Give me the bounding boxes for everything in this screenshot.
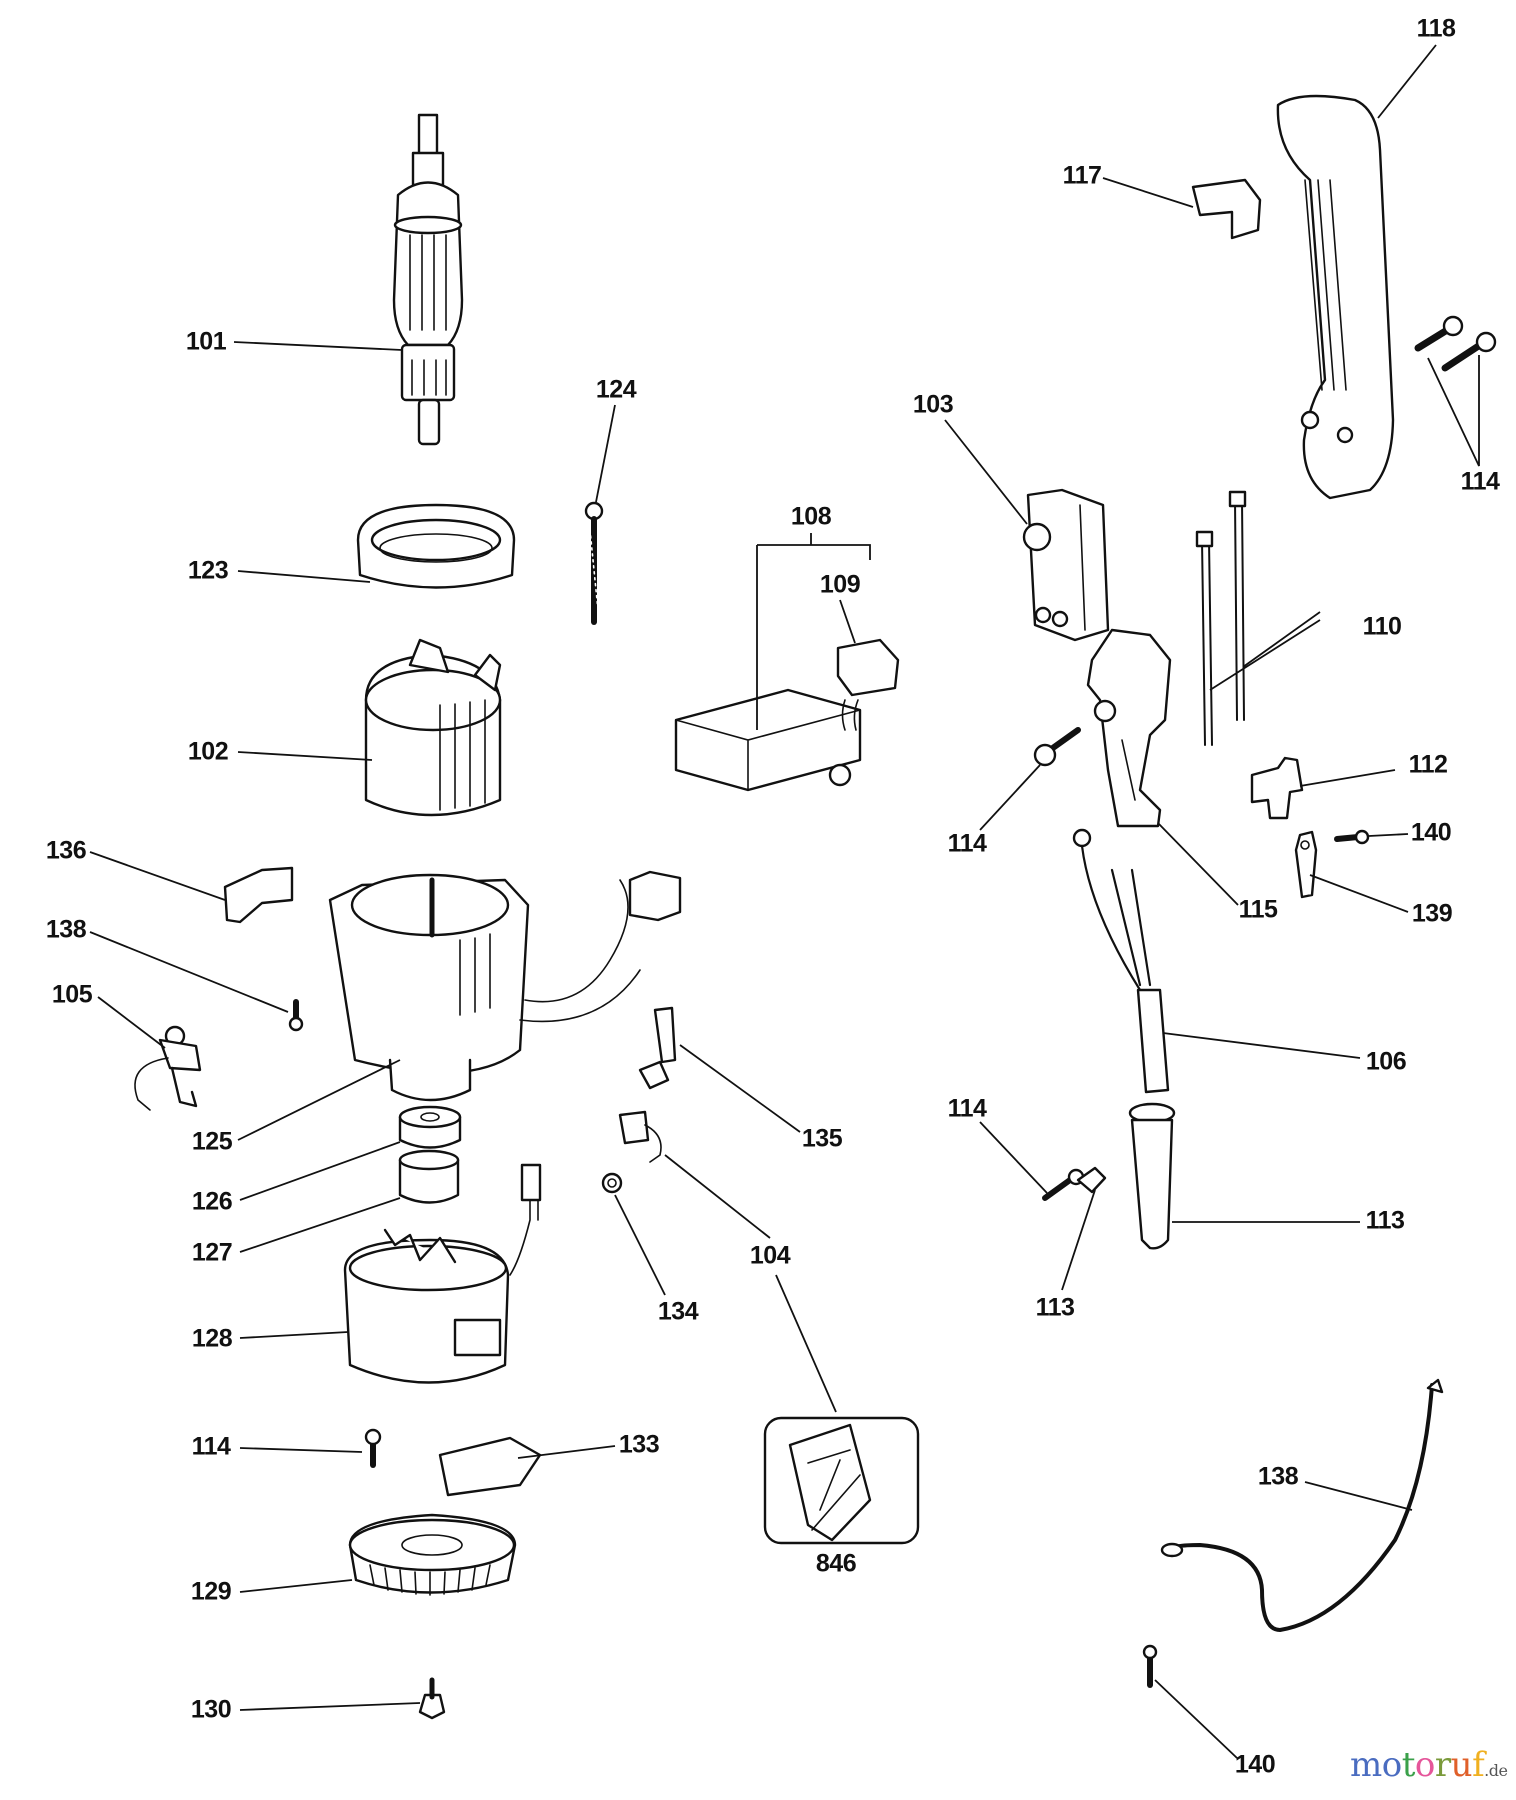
handle-118[interactable]	[1276, 94, 1395, 500]
label-127[interactable]: 127	[191, 1238, 233, 1267]
watermark-letter: t	[1401, 1745, 1416, 1785]
watermark-letter: o	[1381, 1745, 1402, 1785]
brush-cover-131[interactable]	[438, 1436, 542, 1497]
ground-lead-138[interactable]	[1160, 1378, 1444, 1633]
label-106[interactable]: 106	[1365, 1047, 1407, 1076]
label-135[interactable]: 136	[45, 836, 87, 865]
long-screw-124[interactable]	[584, 501, 604, 625]
label-102[interactable]: 102	[187, 737, 229, 766]
brush-plate-135[interactable]	[223, 866, 294, 924]
label-123[interactable]: 123	[187, 556, 229, 585]
label-138[interactable]: 138	[1257, 1462, 1299, 1491]
bearing-126[interactable]	[398, 1105, 462, 1149]
label-105[interactable]: 105	[51, 980, 93, 1009]
field-stator-102[interactable]	[364, 638, 502, 817]
leads-109[interactable]	[1195, 490, 1247, 746]
screw-140-bottom[interactable]	[1142, 1644, 1158, 1688]
label-112[interactable]: 113	[1365, 1206, 1405, 1235]
label-109[interactable]: 110	[1362, 612, 1402, 641]
label-114-lower[interactable]: 114	[947, 1094, 987, 1123]
screw-114-mid[interactable]	[1033, 727, 1081, 767]
bearing-sleeve-127[interactable]	[398, 1149, 460, 1204]
label-134[interactable]: 135	[801, 1124, 843, 1153]
label-136[interactable]: 138	[45, 915, 87, 944]
label-114-mid[interactable]: 114	[947, 829, 987, 858]
label-140-right[interactable]: 140	[1410, 818, 1452, 847]
watermark-letter: o	[1414, 1745, 1435, 1785]
screw-114-left[interactable]	[364, 1428, 382, 1468]
label-130[interactable]: 130	[190, 1695, 232, 1724]
label-110[interactable]: 112	[1408, 750, 1448, 779]
label-117[interactable]: 117	[1062, 161, 1102, 190]
carbon-brush-104[interactable]	[618, 1110, 662, 1163]
screw-114-lower[interactable]	[1042, 1168, 1085, 1201]
terminal-134[interactable]	[638, 1006, 677, 1090]
brush-holder-128[interactable]	[343, 1163, 542, 1384]
screw-140-right[interactable]	[1334, 829, 1370, 845]
label-101[interactable]: 101	[185, 327, 227, 356]
label-107[interactable]: 108	[790, 502, 832, 531]
label-126[interactable]: 126	[191, 1187, 233, 1216]
label-114-left[interactable]: 114	[191, 1432, 231, 1461]
clamp-plate-113[interactable]	[1076, 1166, 1107, 1194]
cord-clamp-110[interactable]	[1250, 756, 1304, 820]
watermark-letter: u	[1450, 1745, 1473, 1785]
parts-bag-icon	[788, 1423, 872, 1542]
label-125[interactable]: 125	[191, 1127, 233, 1156]
label-124[interactable]: 124	[595, 375, 637, 404]
label-118[interactable]: 118	[1416, 14, 1456, 43]
handle-screws-114[interactable]	[1414, 315, 1497, 372]
label-108[interactable]: 109	[819, 570, 861, 599]
watermark-letter: r	[1434, 1745, 1451, 1785]
label-103[interactable]: 103	[912, 390, 954, 419]
armature-101[interactable]	[392, 113, 464, 446]
label-114-handle[interactable]: 114	[1460, 467, 1500, 496]
label-133[interactable]: 134	[657, 1297, 699, 1326]
motor-housing-125[interactable]	[328, 870, 682, 1102]
label-113[interactable]: 113	[1035, 1293, 1075, 1322]
screw-136[interactable]	[288, 999, 304, 1032]
label-846[interactable]: 846	[815, 1549, 857, 1578]
label-104[interactable]: 104	[749, 1241, 791, 1270]
label-139[interactable]: 139	[1411, 899, 1453, 928]
watermark-letter: m	[1350, 1745, 1382, 1785]
label-128[interactable]: 128	[191, 1324, 233, 1353]
baffle-ring-123[interactable]	[356, 503, 516, 589]
watermark-logo: motoruf.de	[1350, 1745, 1508, 1785]
label-140-bottom[interactable]: 140	[1234, 1750, 1276, 1779]
switch-housing-115[interactable]	[1086, 628, 1172, 828]
label-131[interactable]: 133	[618, 1430, 660, 1459]
fan-129[interactable]	[348, 1513, 517, 1596]
connector-108[interactable]	[836, 638, 900, 731]
screw-130[interactable]	[418, 1677, 446, 1720]
power-cord-106[interactable]	[1072, 828, 1170, 1094]
watermark-tld: .de	[1484, 1761, 1508, 1780]
spring-133[interactable]	[601, 1172, 623, 1194]
clip-117[interactable]	[1191, 178, 1262, 240]
ground-terminal-139[interactable]	[1294, 830, 1318, 899]
electronic-module-107[interactable]	[674, 688, 862, 792]
label-129[interactable]: 129	[190, 1577, 232, 1606]
parts-kit-846[interactable]	[763, 1416, 920, 1545]
label-115[interactable]: 115	[1238, 895, 1278, 924]
watermark-letter: f	[1472, 1745, 1485, 1785]
carbon-brush-105[interactable]	[134, 1025, 202, 1111]
cord-protector-112[interactable]	[1128, 1102, 1176, 1250]
switch-103[interactable]	[1022, 488, 1110, 642]
